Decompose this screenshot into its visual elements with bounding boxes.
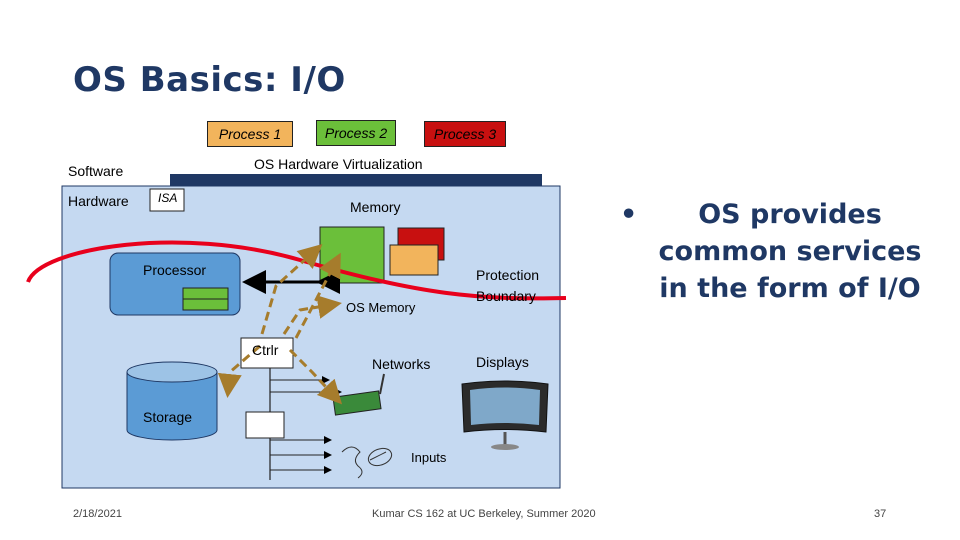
processor-label: Processor [143, 262, 207, 278]
bullet-point: • OS provides common services in the for… [620, 196, 940, 307]
hardware-region [61, 185, 561, 489]
footer-course: Kumar CS 162 at UC Berkeley, Summer 2020 [372, 508, 596, 520]
network-card-image [332, 373, 385, 416]
networks-label: Networks [372, 356, 431, 372]
display-image [461, 380, 549, 450]
slide-title: OS Basics: I/O [73, 60, 346, 100]
process-2-box: Process 2 [316, 120, 396, 146]
isa-label: ISA [158, 191, 178, 205]
bullet-text: OS provides common services in the form … [658, 199, 922, 304]
isa-tab [149, 188, 185, 212]
ctrlr-label: Ctrlr [252, 342, 279, 358]
memory-process1 [389, 244, 439, 276]
hardware-label: Hardware [68, 193, 129, 209]
process-1-box: Process 1 [207, 121, 293, 147]
displays-label: Displays [476, 354, 529, 370]
virtualization-bar [170, 174, 542, 186]
memory-label: Memory [350, 199, 401, 215]
input-devices-image [341, 446, 393, 479]
protection-boundary-line-2: Boundary [476, 288, 536, 304]
process-3-box: Process 3 [424, 121, 506, 147]
protection-boundary-label: Protection Boundary [476, 265, 539, 307]
protection-boundary-line-1: Protection [476, 267, 540, 283]
page-number: 37 [874, 508, 887, 520]
io-device-box [245, 411, 285, 439]
storage-cylinder [126, 361, 218, 383]
software-label: Software [68, 163, 124, 179]
os-memory-label: OS Memory [346, 300, 416, 315]
virtualization-label: OS Hardware Virtualization [254, 156, 423, 172]
inputs-label: Inputs [411, 450, 447, 465]
storage-label: Storage [143, 409, 193, 425]
footer-date: 2/18/2021 [73, 508, 122, 520]
bullet-dot-icon: • [620, 199, 638, 230]
